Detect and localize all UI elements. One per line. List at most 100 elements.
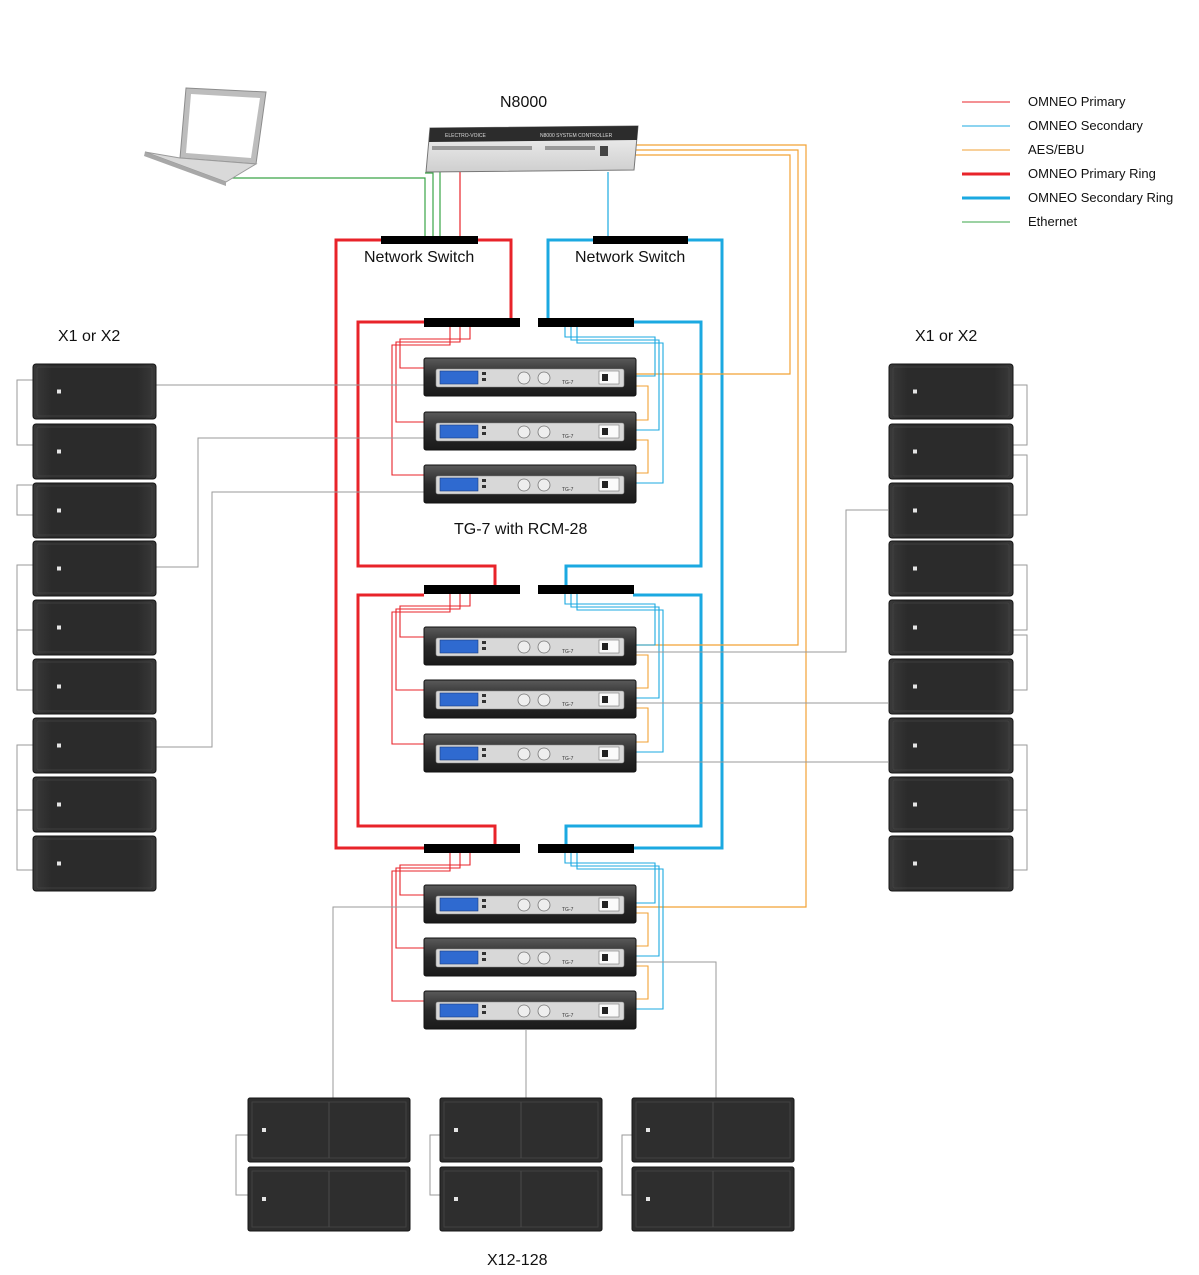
secondary-amp-wire bbox=[576, 327, 664, 484]
secondary-amp-wire bbox=[564, 327, 656, 377]
amp-model-text: TG-7 bbox=[562, 434, 574, 440]
line-array-speaker-icon bbox=[888, 482, 1014, 539]
network-switches bbox=[381, 236, 688, 853]
aes-wires bbox=[634, 144, 807, 908]
system-controller-icon: ELECTRO-VOICE N8000 SYSTEM CONTROLLER bbox=[425, 125, 639, 173]
subwoofer-icon bbox=[247, 1097, 411, 1163]
amplifier-rack: TG-7TG-7TG-7TG-7TG-7TG-7TG-7TG-7TG-7 bbox=[423, 357, 637, 1030]
secondary-ring bbox=[546, 238, 724, 850]
primary-amp-wire bbox=[391, 594, 451, 745]
secondary-amp-wire bbox=[564, 594, 656, 646]
primary-amp-wire bbox=[395, 853, 461, 949]
amplifier-icon: TG-7 bbox=[423, 990, 637, 1030]
legend-item-omneo-secondary-ring: OMNEO Secondary Ring bbox=[1028, 190, 1174, 205]
secondary-amp-wire bbox=[570, 327, 660, 431]
line-array-speaker-icon bbox=[888, 776, 1014, 833]
switch-bar-left-3 bbox=[424, 844, 520, 853]
amplifier-icon: TG-7 bbox=[423, 937, 637, 977]
primary-amp-wire bbox=[399, 327, 471, 369]
amp-model-text: TG-7 bbox=[562, 1013, 574, 1019]
amp-group-wiring bbox=[391, 327, 664, 1010]
line-array-speaker-icon bbox=[888, 835, 1014, 892]
primary-amp-wire bbox=[391, 327, 451, 476]
legend-item-omneo-secondary: OMNEO Secondary bbox=[1028, 118, 1143, 133]
aes-amp-link bbox=[636, 439, 649, 474]
speaker-arrays bbox=[32, 363, 1014, 1232]
primary-ring bbox=[334, 238, 513, 850]
network-switch-right-label: Network Switch bbox=[575, 249, 686, 266]
line-array-speaker-icon bbox=[888, 599, 1014, 656]
line-array-speaker-icon bbox=[888, 658, 1014, 715]
line-array-speaker-icon bbox=[888, 423, 1014, 480]
secondary-amp-wire bbox=[564, 853, 656, 904]
sub-array-label: X12-128 bbox=[487, 1252, 548, 1269]
left-array-label: X1 or X2 bbox=[58, 328, 121, 345]
aes-amp-link bbox=[636, 654, 649, 689]
amp-group-label: TG-7 with RCM-28 bbox=[454, 521, 588, 538]
speaker-link-brackets bbox=[16, 379, 1028, 1196]
amplifier-icon: TG-7 bbox=[423, 679, 637, 719]
right-array-label: X1 or X2 bbox=[915, 328, 978, 345]
aes-amp-link bbox=[636, 912, 649, 947]
secondary-amp-wire bbox=[570, 594, 660, 699]
switch-bar-left-1 bbox=[424, 318, 520, 327]
primary-amp-wire bbox=[395, 327, 461, 423]
primary-amp-wire bbox=[399, 853, 471, 896]
aes-amp-link bbox=[636, 385, 649, 421]
subwoofer-icon bbox=[631, 1166, 795, 1232]
line-array-speaker-icon bbox=[32, 540, 157, 597]
secondary-amp-wire bbox=[576, 594, 664, 753]
switch-bar-top-left bbox=[381, 236, 478, 244]
amp-model-text: TG-7 bbox=[562, 649, 574, 655]
wiring bbox=[16, 144, 1028, 1196]
switch-bar-top-right bbox=[593, 236, 688, 244]
aes-amp-link bbox=[636, 707, 649, 743]
subwoofer-icon bbox=[247, 1166, 411, 1232]
legend-item-aes-ebu: AES/EBU bbox=[1028, 142, 1085, 157]
amplifier-icon: TG-7 bbox=[423, 884, 637, 924]
amplifier-icon: TG-7 bbox=[423, 411, 637, 451]
switch-bar-right-1 bbox=[538, 318, 634, 327]
amp-model-text: TG-7 bbox=[562, 756, 574, 762]
legend-swatches bbox=[962, 101, 1010, 223]
primary-amp-wire bbox=[399, 594, 471, 638]
line-array-speaker-icon bbox=[32, 423, 157, 480]
amp-model-text: TG-7 bbox=[562, 960, 574, 966]
switch-bar-right-3 bbox=[538, 844, 634, 853]
amplifier-icon: TG-7 bbox=[423, 357, 637, 397]
line-array-speaker-icon bbox=[32, 835, 157, 892]
line-array-speaker-icon bbox=[32, 658, 157, 715]
n8000-brand-text: ELECTRO-VOICE bbox=[445, 133, 487, 139]
switch-bar-left-2 bbox=[424, 585, 520, 594]
amp-model-text: TG-7 bbox=[562, 907, 574, 913]
line-array-speaker-icon bbox=[888, 363, 1014, 420]
line-array-speaker-icon bbox=[32, 599, 157, 656]
line-array-speaker-icon bbox=[888, 540, 1014, 597]
legend-item-omneo-primary: OMNEO Primary bbox=[1028, 94, 1126, 109]
ethernet-wire bbox=[225, 165, 441, 240]
legend-item-omneo-primary-ring: OMNEO Primary Ring bbox=[1028, 166, 1156, 181]
line-array-speaker-icon bbox=[32, 776, 157, 833]
secondary-amp-wire bbox=[570, 853, 660, 957]
amp-model-text: TG-7 bbox=[562, 380, 574, 386]
primary-amp-wire bbox=[395, 594, 461, 691]
line-array-speaker-icon bbox=[32, 482, 157, 539]
amplifier-icon: TG-7 bbox=[423, 733, 637, 773]
subwoofer-icon bbox=[439, 1166, 603, 1232]
n8000-label: N8000 bbox=[500, 94, 548, 111]
line-array-speaker-icon bbox=[32, 717, 157, 774]
subwoofer-icon bbox=[439, 1097, 603, 1163]
primary-amp-wire bbox=[391, 853, 451, 1002]
amp-model-text: TG-7 bbox=[562, 702, 574, 708]
aes-amp-link bbox=[636, 965, 649, 1000]
legend-item-ethernet: Ethernet bbox=[1028, 214, 1078, 229]
secondary-amp-wire bbox=[576, 853, 664, 1010]
subwoofer-icon bbox=[631, 1097, 795, 1163]
amplifier-icon: TG-7 bbox=[423, 464, 637, 504]
laptop-icon bbox=[144, 87, 267, 186]
speaker-wires bbox=[156, 384, 888, 1098]
amp-model-text: TG-7 bbox=[562, 487, 574, 493]
n8000-model-text: N8000 SYSTEM CONTROLLER bbox=[540, 133, 613, 139]
network-switch-left-label: Network Switch bbox=[364, 249, 475, 266]
